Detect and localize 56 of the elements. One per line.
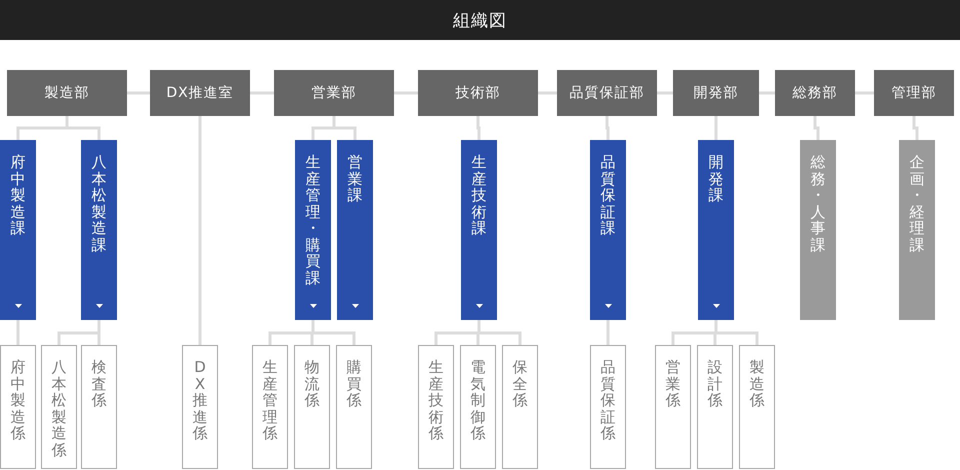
unit-box: 保全係 <box>502 345 538 469</box>
section-box <box>800 140 836 320</box>
connector-line <box>814 116 820 140</box>
section-label: 営業課 <box>347 154 363 204</box>
department-box: 管理部 <box>874 70 954 116</box>
unit-box: DX推進係 <box>182 345 218 469</box>
section-box <box>899 140 935 320</box>
section-label: 生産管理・購買課 <box>305 154 321 286</box>
connector-line <box>127 92 150 94</box>
unit-box: 品質保証係 <box>590 345 626 469</box>
unit-box: 製造係 <box>739 345 775 469</box>
connector-line <box>855 92 874 94</box>
connector-line <box>476 116 480 140</box>
department-box: 開発部 <box>673 70 759 116</box>
department-box: DX推進室 <box>150 70 250 116</box>
unit-box: 購買係 <box>336 345 372 469</box>
department-box: 製造部 <box>7 70 127 116</box>
connector-line <box>198 116 202 345</box>
connector-line <box>394 92 418 94</box>
unit-box: 八本松製造係 <box>41 345 77 469</box>
connector-line <box>912 116 918 140</box>
unit-box: 電気制御係 <box>460 345 496 469</box>
section-label: 企画・経理課 <box>909 154 925 253</box>
section-label: 生産技術課 <box>471 154 487 236</box>
section-label: 品質保証課 <box>600 154 616 236</box>
department-box: 技術部 <box>418 70 538 116</box>
unit-box: 設計係 <box>697 345 733 469</box>
section-label: 総務・人事課 <box>810 154 826 253</box>
connector-line <box>714 116 718 140</box>
connector-line <box>657 92 673 94</box>
department-box: 営業部 <box>274 70 394 116</box>
title-banner: 組織図 <box>0 0 960 40</box>
connector-line <box>606 320 610 345</box>
unit-box: 営業係 <box>655 345 691 469</box>
section-box <box>461 140 497 320</box>
section-box <box>81 140 117 320</box>
section-box <box>698 140 734 320</box>
department-box: 品質保証部 <box>557 70 657 116</box>
section-box <box>0 140 36 320</box>
section-box <box>295 140 331 320</box>
section-box <box>337 140 373 320</box>
section-label: 開発課 <box>708 154 724 204</box>
connector-line <box>250 92 274 94</box>
connector-line <box>16 320 20 345</box>
connector-line <box>538 92 557 94</box>
section-label: 府中製造課 <box>10 154 26 236</box>
department-box: 総務部 <box>775 70 855 116</box>
unit-box: 生産技術係 <box>418 345 454 469</box>
connector-line <box>606 116 610 140</box>
connector-line <box>759 92 775 94</box>
section-label: 八本松製造課 <box>91 154 107 253</box>
unit-box: 検査係 <box>81 345 117 469</box>
section-box <box>590 140 626 320</box>
unit-box: 生産管理係 <box>252 345 288 469</box>
unit-box: 府中製造係 <box>0 345 36 469</box>
unit-box: 物流係 <box>294 345 330 469</box>
